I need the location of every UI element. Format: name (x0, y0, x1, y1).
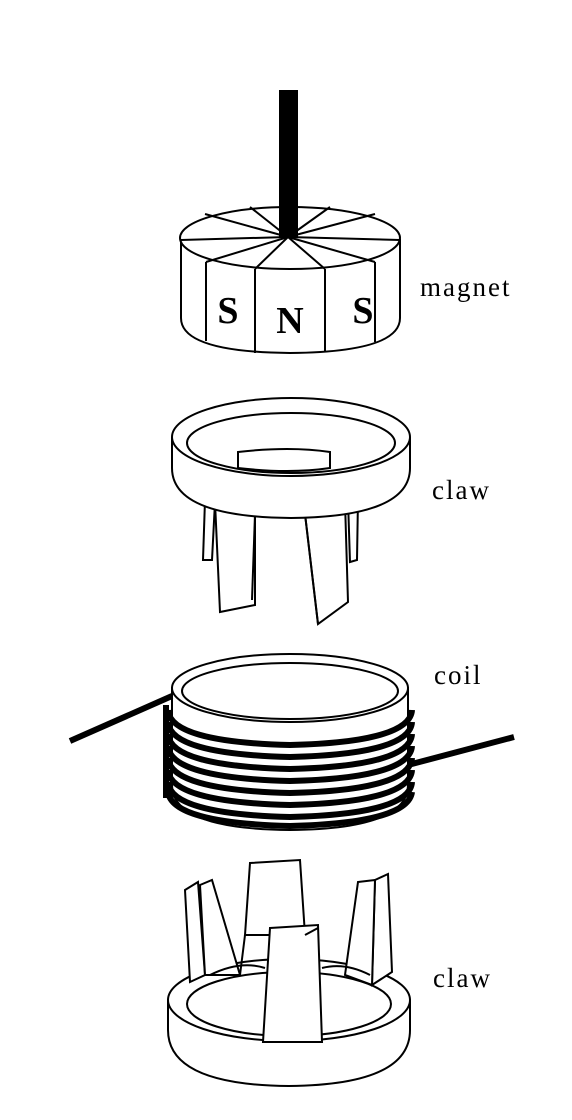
magnet-side-segments (205, 262, 376, 353)
bottom-claw-fingers (183, 858, 394, 1043)
top-claw-part (171, 397, 411, 626)
coil-label: coil (434, 660, 483, 690)
pole-right-label: S (352, 290, 373, 332)
coil-windings (163, 705, 415, 830)
top-claw-label: claw (432, 475, 491, 505)
coil-lead-left (68, 693, 174, 744)
coil-lead-right (407, 734, 515, 768)
magnet-label: magnet (420, 272, 512, 302)
coil-part (68, 653, 515, 832)
magnet-part: S N S (179, 90, 401, 355)
bottom-claw-label: claw (433, 963, 492, 993)
bottom-claw-part (167, 858, 411, 1088)
pole-left-label: S (217, 290, 238, 332)
pole-center-label: N (276, 300, 303, 342)
bottom-claw-details (209, 927, 371, 976)
top-claw-fingers (201, 496, 360, 626)
shaft (279, 90, 298, 238)
